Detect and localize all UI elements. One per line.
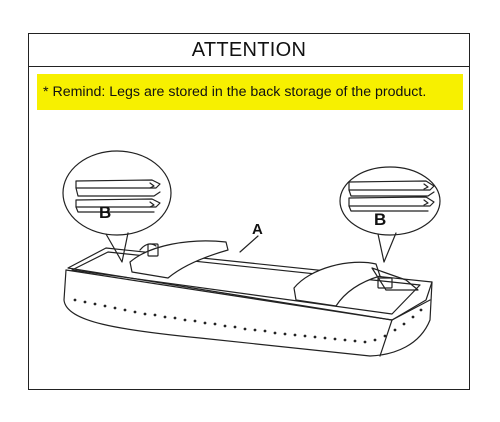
label-a-leader <box>239 235 259 253</box>
reminder-text: * Remind: Legs are stored in the back st… <box>43 84 427 100</box>
attention-panel: ATTENTION * Remind: Legs are stored in t… <box>28 33 470 390</box>
product-body <box>63 240 433 357</box>
label-b-left: B <box>99 203 111 222</box>
stitching-dots <box>73 298 423 344</box>
page-title: ATTENTION <box>191 38 307 61</box>
right-callout <box>339 166 441 263</box>
title-bar: ATTENTION <box>29 34 469 67</box>
label-b-right: B <box>374 210 386 229</box>
left-callout <box>62 150 172 263</box>
reminder-banner: * Remind: Legs are stored in the back st… <box>37 74 463 110</box>
label-a: A <box>252 221 263 238</box>
